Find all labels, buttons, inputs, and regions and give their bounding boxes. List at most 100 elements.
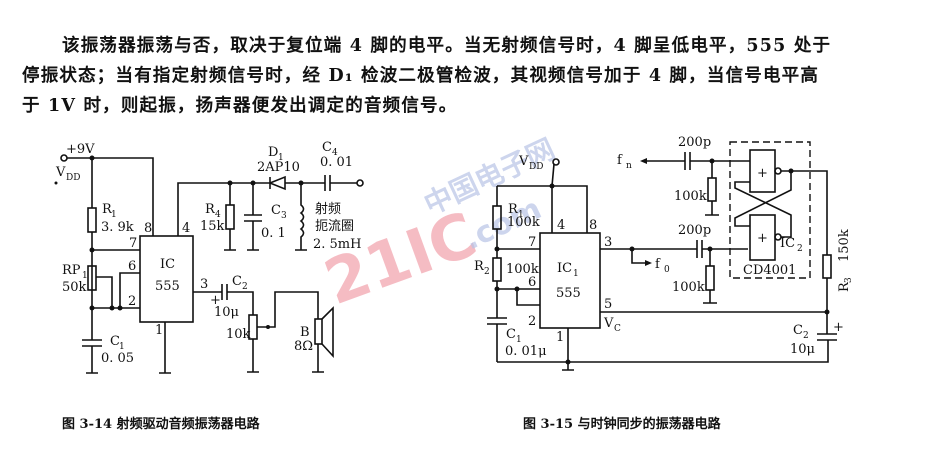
svg-text:1: 1 [518,210,524,220]
svg-text:2: 2 [803,331,809,341]
svg-text:1: 1 [111,210,117,220]
svg-text:0. 01: 0. 01 [320,155,353,170]
svg-text:2AP10: 2AP10 [257,160,300,175]
svg-text:C: C [110,334,120,349]
svg-text:3. 9k: 3. 9k [101,220,134,235]
svg-text:4: 4 [557,218,565,233]
vdd-terminal [552,158,560,166]
svg-text:C: C [232,274,242,289]
potentiometer-rp1 [87,265,97,291]
svg-text:+: + [210,293,221,308]
svg-text:8Ω: 8Ω [294,339,313,354]
capacitor-c3 [244,183,262,251]
svg-text:DD: DD [529,162,543,172]
svg-text:R: R [837,281,852,292]
capacitor-200p-bottom [696,240,703,258]
paragraph-line-2: 停振状态；当有指定射频信号时，经 D₁ 检波二极管检波，其视频信号加于 4 脚，… [22,66,820,86]
svg-text:10μ: 10μ [790,342,815,357]
svg-text:4: 4 [332,148,338,158]
ic2-cd4001-boundary [729,141,811,279]
svg-text:200p: 200p [678,223,711,238]
svg-text:2: 2 [242,282,248,292]
figure-3-14-caption: 图 3-14 射频驱动音频振荡器电路 [62,416,261,432]
svg-text:R: R [205,202,216,217]
ic1-555 [539,232,601,329]
svg-text:C: C [614,324,621,334]
f0-arrow-icon [645,260,652,266]
svg-text:R: R [508,202,519,217]
svg-text:R: R [102,202,113,217]
svg-text:3: 3 [200,277,208,292]
svg-text:1: 1 [119,342,125,352]
fn-arrow-icon [640,158,647,164]
svg-text:200p: 200p [678,135,711,150]
svg-text:0. 01μ: 0. 01μ [505,344,547,359]
svg-text:C: C [506,327,516,342]
svg-text:3: 3 [604,235,612,250]
svg-text:2: 2 [484,267,490,277]
svg-text:R: R [474,259,485,274]
svg-text:V: V [603,316,614,331]
svg-text:100k: 100k [507,215,540,230]
svg-text:1: 1 [516,335,522,345]
svg-text:8: 8 [589,218,597,233]
svg-text:CD4001: CD4001 [743,263,796,278]
svg-text:+9V: +9V [66,142,95,157]
capacitor-c2 [221,284,228,300]
svg-text:10μ: 10μ [214,305,239,320]
svg-text:IC: IC [160,257,175,272]
svg-text:1: 1 [556,330,564,345]
svg-text:50k: 50k [62,280,87,295]
svg-text:8: 8 [144,221,152,236]
svg-text:+: + [757,166,768,181]
svg-text:555: 555 [155,279,180,294]
svg-text:10k: 10k [226,327,251,342]
svg-text:V: V [55,165,66,180]
resistor-r1 [492,205,502,230]
capacitor-c2 [817,333,837,341]
svg-text:IC: IC [557,261,572,276]
svg-text:C: C [793,323,803,338]
svg-text:0. 05: 0. 05 [101,351,134,366]
svg-text:B: B [300,325,310,340]
svg-text:7: 7 [129,236,137,251]
svg-text:f: f [617,153,623,168]
svg-text:0. 1: 0. 1 [261,226,286,241]
ic-555 [139,235,194,323]
svg-text:射频: 射频 [315,201,341,217]
speaker-icon [314,306,334,359]
svg-text:IC: IC [780,236,795,251]
svg-text:6: 6 [528,275,536,290]
resistor-r2 [492,257,502,282]
capacitor-200p-top [684,152,691,170]
svg-text:D: D [268,145,278,160]
svg-text:1: 1 [278,153,284,163]
svg-text:f: f [655,257,661,272]
svg-text:+: + [833,320,844,335]
svg-text:V: V [518,154,529,169]
svg-text:100k: 100k [672,280,705,295]
resistor-r3 [822,254,832,279]
svg-text:扼流圈: 扼流圈 [315,219,354,234]
resistor-r1 [87,207,97,233]
svg-text:3: 3 [844,277,854,283]
svg-text:1: 1 [155,323,163,338]
svg-text:C: C [322,140,332,155]
resistor-r4 [225,204,235,230]
capacitor-c4 [324,175,331,191]
svg-text:RP: RP [62,263,81,278]
svg-text:1: 1 [573,269,579,279]
svg-text:555: 555 [556,286,581,301]
svg-text:DD: DD [66,173,80,183]
rf-choke-inductor [295,183,307,251]
svg-text:2. 5mH: 2. 5mH [313,237,361,252]
svg-text:n: n [626,161,632,171]
svg-text:2: 2 [528,314,536,329]
svg-text:100k: 100k [506,262,539,277]
svg-text:+: + [757,231,768,246]
capacitor-c1 [487,317,507,325]
rf-input-terminal [356,179,364,187]
